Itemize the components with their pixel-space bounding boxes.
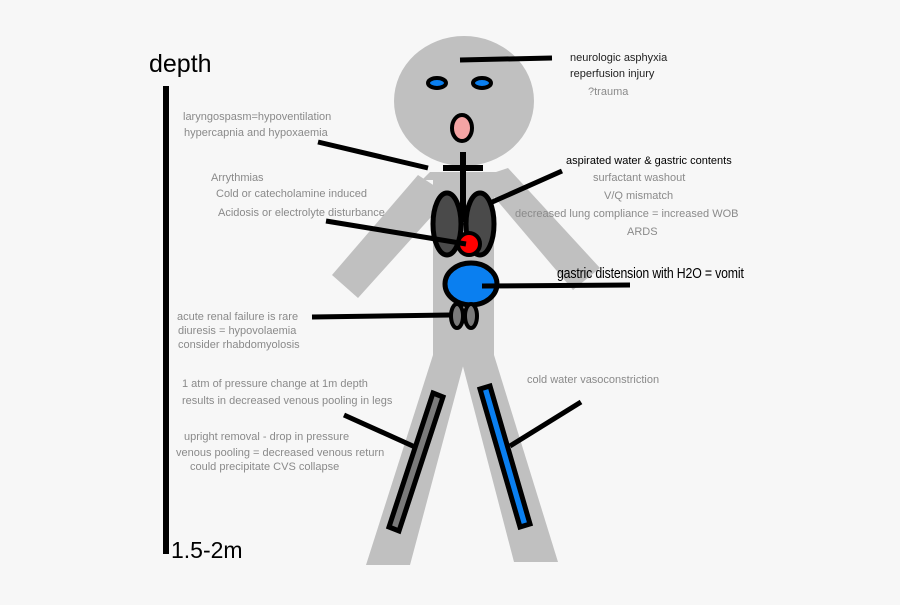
depth-label: depth: [149, 50, 212, 78]
kidneys-annotation-line-3: consider rhabdomyolosis: [178, 339, 300, 351]
depth-value-label: 1.5-2m: [171, 537, 243, 563]
heart-annotation-line-3: Acidosis or electrolyte disturbance: [218, 207, 385, 219]
brain-annotation-line-1: neurologic asphyxia: [570, 52, 668, 64]
brain-annotation-line-3: ?trauma: [588, 86, 629, 98]
larynx-annotation-line-2: hypercapnia and hypoxaemia: [184, 127, 328, 139]
leader-stomach: [481, 282, 631, 289]
leader-left-leg: [342, 412, 417, 450]
leader-lines: [311, 55, 631, 450]
brain-annotation-line-2: reperfusion injury: [570, 68, 655, 80]
lungs-annotation-line-4: ARDS: [627, 226, 658, 238]
kidneys-annotation-line-1: acute renal failure is rare: [177, 311, 299, 323]
lungs-annotation-line-3: decreased lung compliance = increased WO…: [515, 208, 739, 220]
right-kidney: [463, 302, 479, 330]
heart-annotation-line-1: Arrythmias: [211, 172, 264, 184]
left-arm: [332, 175, 450, 298]
right-leg-vein: [476, 382, 534, 531]
removal-annotation-line-3: could precipitate CVS collapse: [190, 461, 340, 473]
right-eye: [471, 76, 493, 90]
removal-annotation-line-2: venous pooling = decreased venous return: [176, 447, 385, 459]
leader-brain: [459, 55, 553, 63]
kidneys-annotation-line-2: diuresis = hypovolaemia: [178, 325, 297, 337]
heart-annotation-line-2: Cold or catecholamine induced: [216, 188, 368, 200]
leader-right-leg: [508, 399, 583, 449]
left-kidney: [449, 302, 465, 330]
leader-lungs: [488, 168, 564, 206]
lungs-annotation-line-1: surfactant washout: [593, 172, 686, 184]
head: [394, 36, 534, 166]
stomach-annotation: gastric distension with H2O = vomit: [557, 265, 744, 282]
removal-annotation-line-1: upright removal - drop in pressure: [184, 431, 350, 443]
lungs-annotation-line-2: V/Q mismatch: [604, 190, 674, 202]
leader-heart: [325, 218, 467, 247]
legs-pressure-annotation-line-2: results in decreased venous pooling in l…: [182, 395, 393, 407]
mouth: [450, 113, 474, 143]
right-arm: [478, 168, 600, 290]
cold-water-annotation: cold water vasoconstriction: [527, 374, 660, 386]
lungs-annotation-title: aspirated water & gastric contents: [566, 155, 732, 167]
leader-kidneys: [311, 312, 451, 320]
left-eye: [426, 76, 448, 90]
larynx-annotation-line-1: laryngospasm=hypoventilation: [183, 111, 332, 123]
legs-pressure-annotation-line-1: 1 atm of pressure change at 1m depth: [182, 378, 368, 390]
left-leg-vein: [385, 389, 447, 535]
leader-larynx: [317, 139, 429, 171]
